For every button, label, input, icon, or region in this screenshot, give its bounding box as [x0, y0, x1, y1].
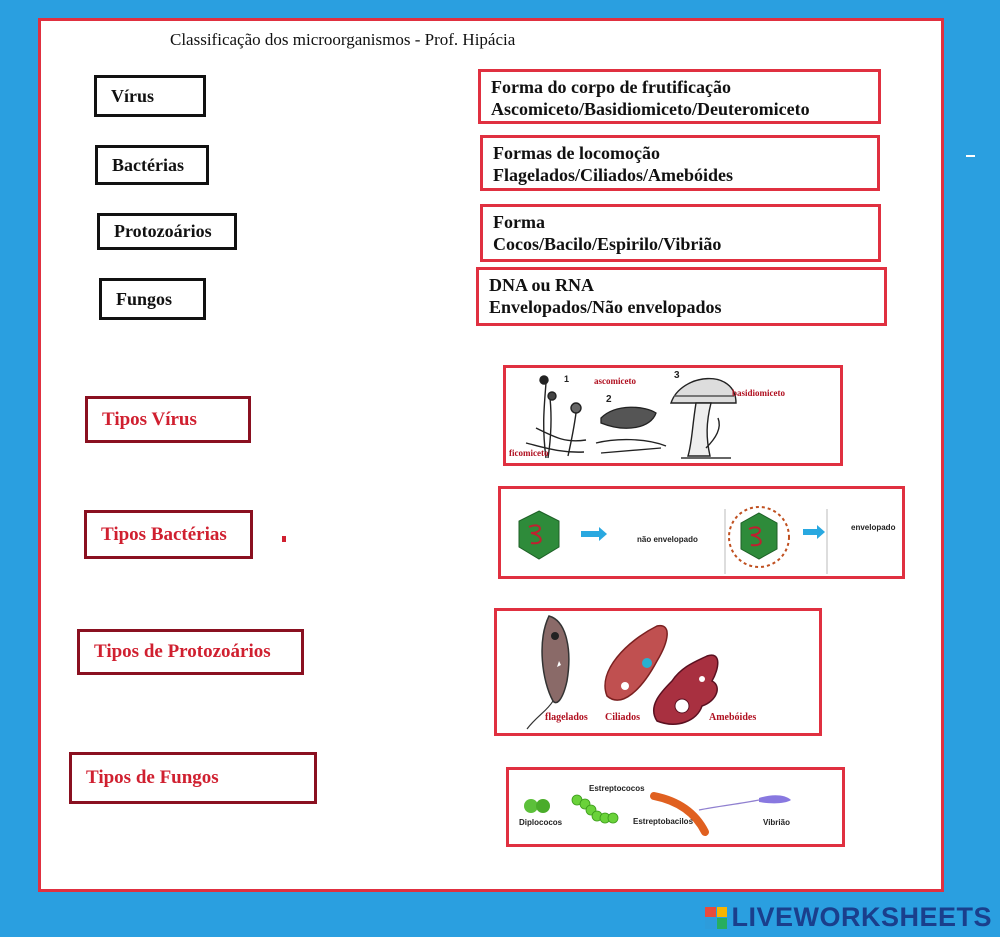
term-fungi[interactable]: Fungos [99, 278, 206, 320]
type-label-bacteria[interactable]: Tipos Bactérias [84, 510, 253, 559]
fungi-number-2: 2 [606, 394, 612, 405]
liveworksheets-wordmark: LIVEWORKSHEETS [731, 902, 992, 933]
label-streptobacilli: Estreptobacilos [633, 817, 693, 826]
logo-square [705, 918, 716, 929]
definition-line: Envelopados/Não envelopados [489, 296, 874, 318]
fungi-illustration [506, 368, 840, 463]
worksheet-title: Classificação dos microorganismos - Prof… [170, 30, 515, 50]
term-protozoa[interactable]: Protozoários [97, 213, 237, 250]
definition-line: Forma do corpo de frutificação [491, 76, 868, 98]
logo-square [705, 907, 716, 918]
logo-square [717, 907, 728, 918]
virus-illustration [501, 489, 902, 576]
logo-square [717, 918, 728, 929]
term-virus[interactable]: Vírus [94, 75, 206, 117]
definition-line: DNA ou RNA [489, 274, 874, 296]
fungi-number-1: 1 [564, 374, 569, 384]
liveworksheets-brand[interactable]: LIVEWORKSHEETS [705, 902, 992, 933]
definition-shape[interactable]: Forma Cocos/Bacilo/Espirilo/Vibrião [480, 204, 881, 262]
bacteria-image[interactable]: Estreptococos Diplococos Estreptobacilos… [506, 767, 845, 847]
type-label-protozoa[interactable]: Tipos de Protozoários [77, 629, 304, 675]
definition-line: Ascomiceto/Basidiomiceto/Deuteromiceto [491, 98, 868, 120]
label-basidiomiceto: basidiomiceto [732, 388, 785, 398]
label-flagellates: flagelados [545, 712, 588, 723]
label-ciliates: Ciliados [605, 712, 640, 723]
type-label-fungi[interactable]: Tipos de Fungos [69, 752, 317, 804]
definition-line: Flagelados/Ciliados/Amebóides [493, 164, 867, 186]
definition-line: Formas de locomoção [493, 142, 867, 164]
fungi-number-3: 3 [674, 370, 680, 381]
definition-nucleic-acid[interactable]: DNA ou RNA Envelopados/Não envelopados [476, 267, 887, 326]
stray-mark [282, 536, 286, 542]
liveworksheets-logo-icon [705, 907, 727, 929]
label-ficomiceto: ficomiceto [509, 448, 548, 458]
bacteria-illustration [509, 770, 842, 844]
label-vibrio: Vibrião [763, 818, 790, 827]
label-non-enveloped: não envelopado [637, 535, 698, 544]
definition-line: Cocos/Bacilo/Espirilo/Vibrião [493, 233, 868, 255]
type-label-virus[interactable]: Tipos Vírus [85, 396, 251, 443]
label-diplococci: Diplococos [519, 818, 562, 827]
virus-image[interactable]: não envelopado envelopado [498, 486, 905, 579]
label-streptococci: Estreptococos [589, 784, 645, 793]
label-amoeboids: Amebóides [709, 712, 756, 723]
definition-fruiting-body[interactable]: Forma do corpo de frutificação Ascomicet… [478, 69, 881, 124]
fungi-image[interactable]: 1 2 3 ascomiceto basidiomiceto ficomicet… [503, 365, 843, 466]
definition-locomotion[interactable]: Formas de locomoção Flagelados/Ciliados/… [480, 135, 880, 191]
definition-line: Forma [493, 211, 868, 233]
decorative-dash [966, 155, 975, 157]
label-enveloped: envelopado [851, 523, 895, 532]
protozoa-image[interactable]: flagelados Ciliados Amebóides [494, 608, 822, 736]
term-bacteria[interactable]: Bactérias [95, 145, 209, 185]
label-ascomiceto: ascomiceto [594, 376, 636, 386]
